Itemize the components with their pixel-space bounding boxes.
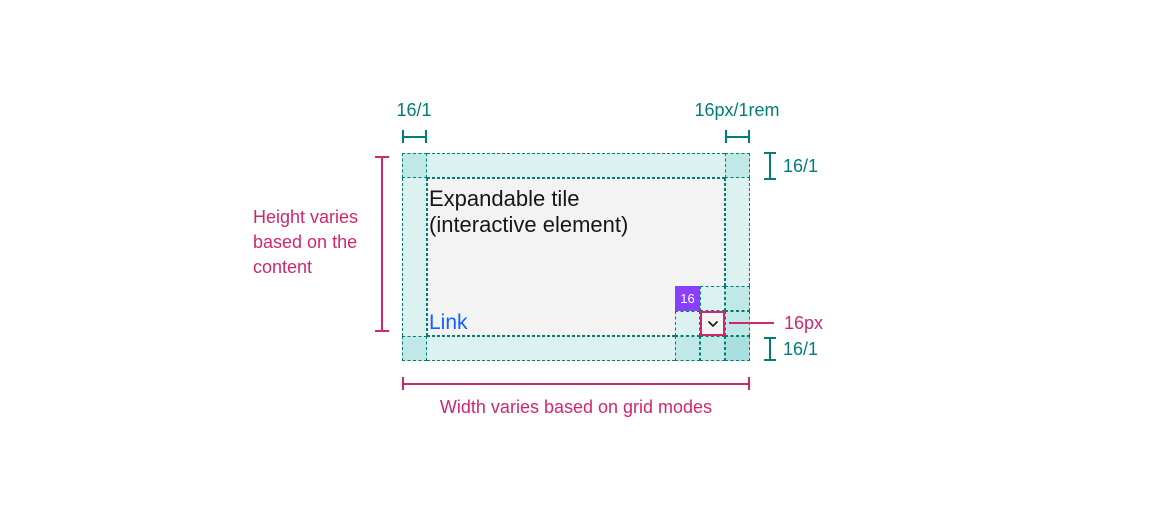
link-label[interactable]: Link [429, 311, 468, 334]
size-badge: 16 [675, 286, 700, 311]
top-left-measure-bracket [402, 130, 427, 143]
chevron-button[interactable] [700, 311, 725, 336]
tile-title: Expandable tile (interactive element) [429, 186, 628, 238]
top-right-padding-label: 16px/1rem [694, 100, 780, 120]
grid-cell [700, 286, 725, 311]
chevron-size-label: 16px [784, 313, 824, 333]
width-measure-bracket [402, 377, 750, 390]
padding-band-left [402, 153, 427, 361]
right-bottom-measure-bracket [764, 337, 776, 361]
grid-cell [725, 286, 750, 311]
right-top-measure-bracket [764, 152, 776, 180]
grid-cell [675, 336, 700, 361]
padding-corner-top-left [402, 153, 427, 178]
grid-cell [725, 336, 750, 361]
padding-band-top [402, 153, 750, 178]
right-bottom-padding-label: 16/1 [783, 339, 819, 359]
height-note: Height varies based on the content [253, 207, 359, 277]
chevron-callout-line [729, 322, 774, 324]
grid-cell [675, 311, 700, 336]
top-right-measure-bracket [725, 130, 750, 143]
tile-title-line1: Expandable tile [429, 186, 580, 211]
height-measure-bracket [375, 156, 389, 332]
right-top-padding-label: 16/1 [783, 156, 819, 176]
chevron-down-icon [707, 320, 718, 327]
grid-cell [700, 336, 725, 361]
padding-corner-bottom-left [402, 336, 427, 361]
padding-corner-top-right [725, 153, 750, 178]
tile-title-line2: (interactive element) [429, 212, 629, 237]
top-left-padding-label: 16/1 [396, 100, 432, 120]
width-note: Width varies based on grid modes [439, 397, 713, 417]
